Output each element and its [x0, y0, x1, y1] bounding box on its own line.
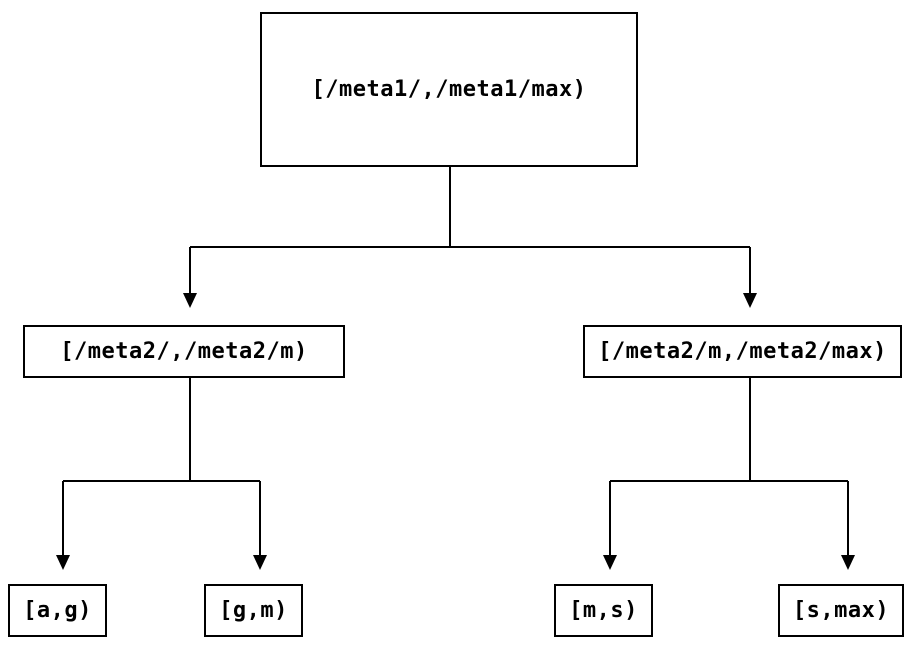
node-leaf-ms-label: [m,s) — [569, 598, 638, 623]
node-root-label: [/meta1/,/meta1/max) — [311, 77, 587, 102]
node-leaf-gm-label: [g,m) — [219, 598, 288, 623]
node-leaf-ag: [a,g) — [8, 584, 107, 637]
arrowhead-icon — [253, 555, 267, 570]
edge-right-child-to-leaves — [609, 378, 849, 555]
arrowhead-icon — [603, 555, 617, 570]
node-leaf-smax: [s,max) — [778, 584, 904, 637]
arrowhead-icon — [743, 293, 757, 308]
node-leaf-gm: [g,m) — [204, 584, 303, 637]
node-right-child: [/meta2/m,/meta2/max) — [583, 325, 902, 378]
arrowhead-icon — [841, 555, 855, 570]
arrowhead-icon — [183, 293, 197, 308]
edge-left-child-to-leaves — [62, 378, 261, 555]
node-left-child-label: [/meta2/,/meta2/m) — [60, 339, 308, 364]
node-root: [/meta1/,/meta1/max) — [260, 12, 638, 167]
node-leaf-ag-label: [a,g) — [23, 598, 92, 623]
arrowhead-icon — [56, 555, 70, 570]
node-leaf-ms: [m,s) — [554, 584, 653, 637]
edge-root-to-children — [189, 167, 751, 293]
node-right-child-label: [/meta2/m,/meta2/max) — [598, 339, 887, 364]
node-left-child: [/meta2/,/meta2/m) — [23, 325, 345, 378]
node-leaf-smax-label: [s,max) — [792, 598, 890, 623]
